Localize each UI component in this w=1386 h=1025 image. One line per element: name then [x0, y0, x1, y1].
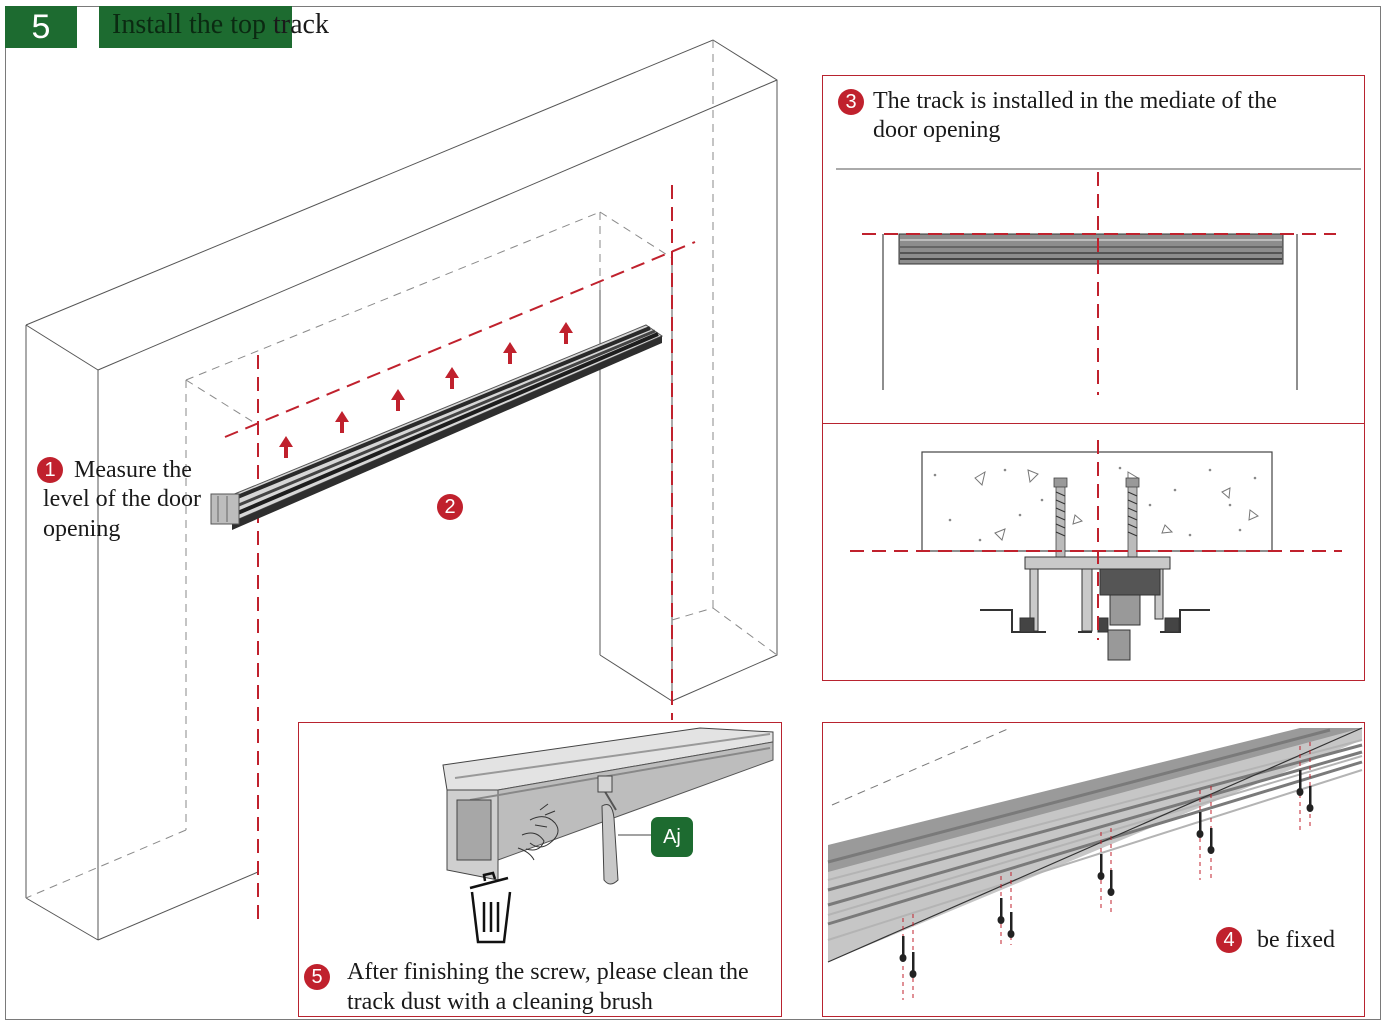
screw-icon	[1097, 854, 1105, 880]
step-number-badge: 5	[5, 6, 77, 48]
brush-tag: Aj	[651, 817, 693, 857]
title-rest-text: track	[265, 9, 329, 40]
up-arrow-icon	[559, 322, 573, 344]
step-1-line2: level of the door	[43, 486, 201, 512]
panel-cross-section	[822, 423, 1365, 681]
step-2-badge: 2	[437, 494, 463, 520]
title-highlight-bar	[99, 6, 292, 48]
title-highlight-text: Install the top	[112, 9, 266, 40]
level-lines	[224, 185, 696, 925]
track-stripes	[827, 728, 1363, 926]
up-arrow-icon	[503, 342, 517, 364]
track-perspective	[442, 727, 774, 881]
screw-icon	[1007, 912, 1015, 938]
step-1-line3: opening	[43, 516, 121, 542]
step-4-text: be fixed	[1257, 927, 1335, 953]
screw-icon	[909, 952, 917, 978]
hidden-edges	[25, 40, 778, 899]
dust-debris	[517, 803, 559, 861]
screw-icon	[1107, 870, 1115, 896]
step-4-badge: 4	[1216, 927, 1242, 953]
step-3-line2: door opening	[873, 117, 1001, 143]
up-arrow-icon	[391, 389, 405, 411]
step-5-line1: After finishing the screw, please clean …	[347, 959, 749, 985]
screw-icon	[1306, 786, 1314, 812]
cleaning-brush-icon	[597, 775, 652, 885]
concrete-specks	[933, 466, 1257, 542]
screws	[899, 770, 1314, 978]
step-1-badge: 1	[37, 457, 63, 483]
screw-icon	[1207, 828, 1215, 854]
panel-cleaning	[298, 722, 782, 1017]
screw-icon	[1296, 770, 1304, 796]
page-title: Install the top track	[112, 9, 329, 41]
step-1-line1: Measure the	[74, 457, 192, 483]
trash-bin-icon	[469, 871, 512, 944]
up-arrow-icon	[445, 367, 459, 389]
screw-icon	[997, 898, 1005, 924]
step-3-badge: 3	[838, 89, 864, 115]
screw-icon	[1196, 812, 1204, 838]
step-5-badge: 5	[304, 964, 330, 990]
step-3-line1: The track is installed in the mediate of…	[873, 88, 1277, 114]
top-track	[210, 324, 664, 530]
panel-fixing	[822, 722, 1365, 1017]
step-5-line2: track dust with a cleaning brush	[347, 989, 653, 1015]
up-arrows	[279, 322, 573, 458]
up-arrow-icon	[335, 411, 349, 433]
page-frame	[5, 6, 1381, 1020]
screw-icon	[899, 936, 907, 962]
up-arrow-icon	[279, 436, 293, 458]
